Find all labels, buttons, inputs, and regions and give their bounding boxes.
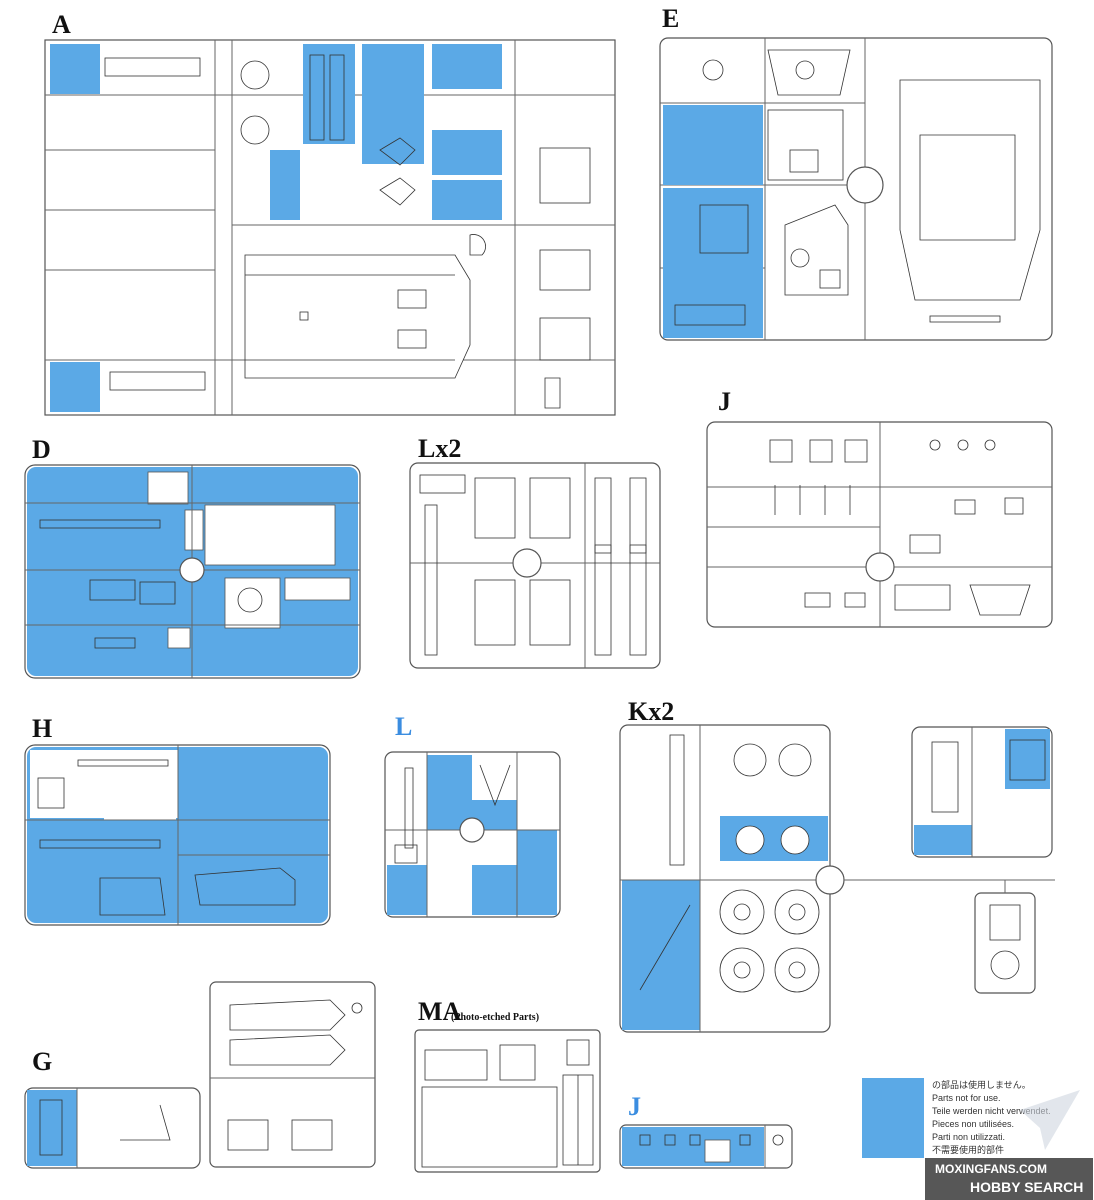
legend: の部品は使用しません。 Parts not for use. Teile wer… [862,1078,1051,1158]
unused-part-a3 [303,44,355,144]
watermark: MOXINGFANS.COM HOBBY SEARCH [925,1090,1093,1200]
sprue-g: G [24,981,376,1169]
unused-part-a9 [432,180,502,220]
sprue-lx2: Lx2 [409,434,661,669]
legend-line-6: 不需要使用的部件 [932,1144,1004,1155]
unused-part-a1 [50,44,100,94]
sprue-ma-frame [414,1029,601,1173]
sprue-ma: MA (Photo-etched Parts) [414,997,601,1173]
sprue-kx2: Kx2 [619,697,1055,1033]
unused-parts-k4 [914,825,972,855]
sprue-kx2-title: Kx2 [628,697,674,726]
sprue-k-wheel-frame [974,892,1036,994]
unused-part-a2 [50,362,100,412]
legend-line-1: の部品は使用しません。 [932,1079,1031,1090]
sprue-ma-title: MA [418,997,462,1026]
sprue-a: A [44,10,616,416]
legend-line-3: Teile werden nicht verwendet. [932,1106,1051,1116]
sprue-l: L [384,712,561,918]
unused-part-e2 [663,188,763,338]
sprue-e: E [659,4,1053,341]
sprue-j-small-title: J [628,1092,641,1121]
unused-parts-g [27,1090,77,1166]
sprue-l-title: L [395,712,412,741]
watermark-line-2: HOBBY SEARCH [970,1179,1083,1195]
watermark-line-1: MOXINGFANS.COM [935,1162,1047,1176]
unused-part-a5 [362,44,424,124]
sprue-j-title: J [718,387,731,416]
sprue-g-title: G [32,1047,52,1076]
legend-line-5: Parti non utilizzati. [932,1132,1005,1142]
sprue-ma-subtitle: (Photo-etched Parts) [451,1012,539,1023]
unused-part-a8 [432,130,502,175]
sprue-e-title: E [662,4,679,33]
legend-line-2: Parts not for use. [932,1093,1001,1103]
sprue-h-title: H [32,714,52,743]
sprue-j: J [706,387,1053,628]
sprue-d-title: D [32,435,51,464]
sprue-a-title: A [52,10,71,39]
unused-part-a4 [270,150,300,220]
upper-hull-part [899,79,1041,301]
sprue-h: H [24,714,331,926]
legend-swatch [862,1078,924,1158]
unused-parts-j-small [622,1127,764,1166]
legend-line-4: Pieces non utilisées. [932,1119,1014,1129]
paper-plane-icon [1020,1090,1080,1150]
hull-plate-part [244,254,471,379]
sprue-d: D [24,435,361,679]
unused-part-e1 [663,105,763,185]
sprue-lx2-title: Lx2 [418,434,461,463]
unused-part-a6 [362,124,424,164]
unused-parts-k3 [1005,729,1050,789]
sprue-j-small: J [619,1092,793,1169]
unused-part-a7 [432,44,502,89]
